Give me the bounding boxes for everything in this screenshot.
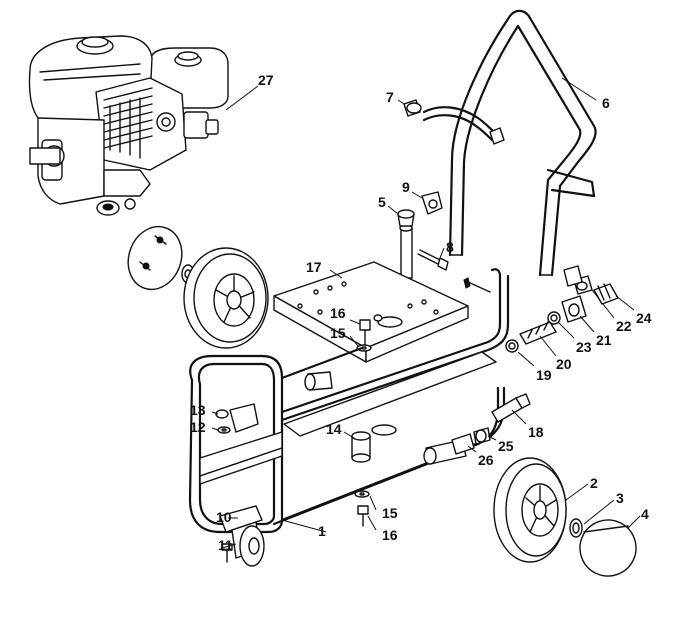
callout-16-lower: 16 [382, 527, 398, 543]
callout-7: 7 [386, 89, 394, 105]
callout-23: 23 [576, 339, 592, 355]
callout-19: 19 [536, 367, 552, 383]
callout-20: 20 [556, 356, 572, 372]
callout-4: 4 [641, 506, 649, 522]
callout-15-lower: 15 [382, 505, 398, 521]
lower-bolt-and-washer [354, 490, 377, 531]
callout-18: 18 [528, 424, 544, 440]
right-wheel-assembly [493, 457, 641, 577]
callout-8: 8 [446, 239, 454, 255]
pump-fittings [451, 265, 635, 455]
callout-labels: 1 2 3 4 5 6 7 8 9 10 11 12 13 14 15 15 1… [190, 72, 652, 553]
engine-mounting-plate [273, 261, 469, 363]
callout-27: 27 [258, 72, 274, 88]
callout-6: 6 [602, 95, 610, 111]
callout-10: 10 [216, 509, 232, 525]
handle-assembly [397, 9, 597, 277]
callout-5: 5 [378, 194, 386, 210]
callout-1: 1 [318, 523, 326, 539]
engine-assembly [28, 35, 259, 216]
callout-26: 26 [478, 452, 494, 468]
callout-22: 22 [616, 318, 632, 334]
callout-2: 2 [590, 475, 598, 491]
callout-11: 11 [218, 537, 233, 553]
callout-21: 21 [596, 332, 612, 348]
clamp-and-cap-parts [387, 191, 491, 293]
callout-9: 9 [402, 179, 410, 195]
callout-16-upper: 16 [330, 305, 346, 321]
callout-17: 17 [306, 259, 322, 275]
callout-24: 24 [636, 310, 652, 326]
callout-15-upper: 15 [330, 325, 346, 341]
frame [188, 268, 510, 567]
callout-25: 25 [498, 438, 514, 454]
callout-12: 12 [190, 419, 206, 435]
callout-13: 13 [190, 402, 206, 418]
small-hardware [211, 409, 397, 463]
callout-3: 3 [616, 490, 624, 506]
callout-14: 14 [326, 421, 342, 437]
left-wheel-assembly [127, 225, 269, 349]
